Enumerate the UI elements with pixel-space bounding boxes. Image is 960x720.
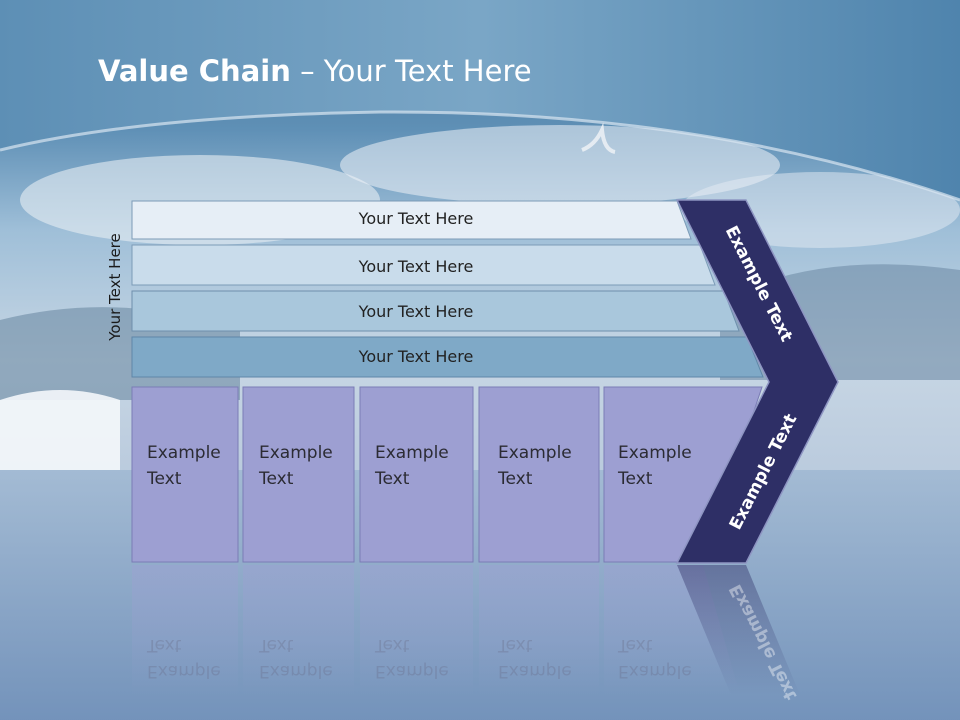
primary-box-3 xyxy=(359,386,474,563)
reflection-box-3 xyxy=(360,565,473,695)
primary-box-1 xyxy=(131,386,239,563)
row-label-4: Your Text Here xyxy=(358,347,474,366)
reflection-arrow xyxy=(677,565,800,695)
reflection-box-1 xyxy=(132,565,238,695)
row-label-2: Your Text Here xyxy=(358,257,474,276)
support-row-4 xyxy=(131,336,764,378)
chevron-arrow xyxy=(675,199,839,564)
reflection-box-2 xyxy=(243,565,354,695)
row-label-3: Your Text Here xyxy=(358,302,474,321)
row-label-1: Your Text Here xyxy=(358,209,474,228)
title-bold: Value Chain xyxy=(98,54,291,88)
support-row-2 xyxy=(131,244,716,286)
support-row-1 xyxy=(131,200,692,240)
slide-title: Value Chain – Your Text Here xyxy=(98,54,532,88)
primary-box-2 xyxy=(242,386,355,563)
support-row-3 xyxy=(131,290,740,332)
reflection-box-4 xyxy=(479,565,599,695)
title-rest: – Your Text Here xyxy=(290,54,532,88)
primary-box-4 xyxy=(478,386,600,563)
